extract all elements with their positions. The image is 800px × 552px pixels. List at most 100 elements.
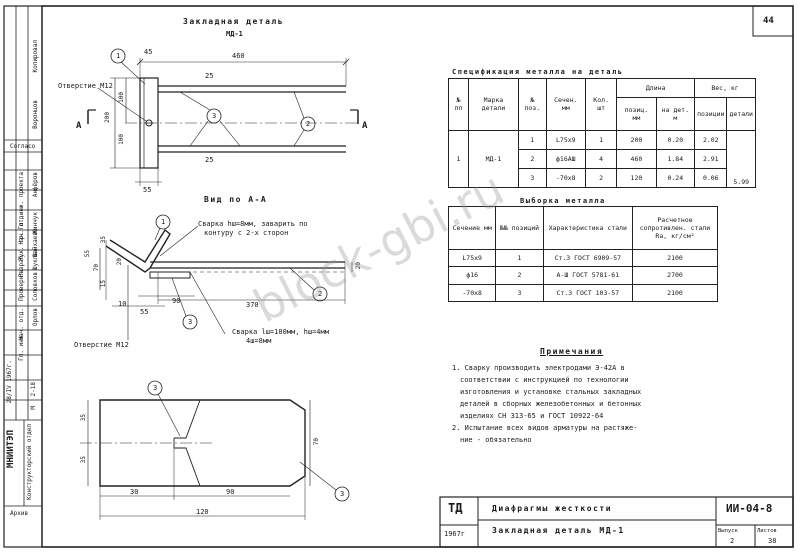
spec-cell: 2 <box>584 167 618 189</box>
top-view-subtitle: МД-1 <box>226 30 243 38</box>
note-line: изготовления и установке стальных заклад… <box>460 388 642 396</box>
select-table-title: Выборка металла <box>520 197 606 205</box>
top-view-title: Закладная деталь <box>183 17 285 26</box>
side-name: Шукла <box>32 252 39 271</box>
sel-cell: -70х8 <box>447 283 497 303</box>
top-callout-2: 2 <box>306 120 311 128</box>
plate-dim-35b: 35 <box>80 456 87 464</box>
dim-35-sec: 35 <box>100 236 107 244</box>
plate-dim-120: 120 <box>196 508 209 516</box>
spec-row-marka: МД-1 <box>467 129 519 189</box>
stamp-list: 38 <box>768 537 777 545</box>
spec-cell: 2.02 <box>694 129 728 150</box>
spec-cell: L75х9 <box>545 129 586 150</box>
stamp-title-1: Диафрагмы жесткости <box>492 504 613 513</box>
stamp-list-label: Листов <box>757 528 777 534</box>
spec-h-vpoz: позиции <box>694 97 728 131</box>
sel-cell: 2100 <box>632 248 718 268</box>
spec-cell: 0.06 <box>694 167 728 189</box>
spec-cell: 120 <box>616 167 657 189</box>
spec-h-marka: Марка детали <box>467 78 519 131</box>
spec-h-ves: Вес, кг <box>694 77 756 99</box>
sec-callout-2: 2 <box>318 290 323 298</box>
spec-cell: 3 <box>517 167 547 189</box>
side-sheet-num: 2-18 <box>30 382 37 397</box>
side-agreed: Согласо <box>10 143 36 150</box>
spec-h-sechen: Сечен. мм <box>545 78 586 131</box>
sel-cell: L75х9 <box>447 248 497 268</box>
spec-h-dlina: Длина <box>616 77 696 99</box>
side-stamp-grid <box>4 6 42 507</box>
sel-cell: 2700 <box>632 266 718 285</box>
side-name: Орлов <box>32 308 39 327</box>
note-line: изделиях СН 313-65 и ГОСТ 10922-64 <box>460 412 604 420</box>
plate-callout-3b: 3 <box>340 490 345 498</box>
side-name: Жинчук <box>32 212 39 234</box>
section-view-drawing <box>99 214 353 340</box>
sel-cell: А-Ш ГОСТ 5781-61 <box>542 266 634 285</box>
note-line: деталей в сборных железобетонных и бетон… <box>460 400 642 408</box>
side-name: Воронцов <box>32 100 39 129</box>
spec-h-nadet: на дет. м <box>655 97 696 131</box>
top-callout-3: 3 <box>212 112 217 120</box>
dim-100b: 100 <box>118 134 125 145</box>
spec-cell: 200 <box>616 129 657 150</box>
spec-h-kol: Кол. шт <box>584 78 618 131</box>
side-year: 28/IV 1967г. <box>6 360 13 404</box>
stamp-code: ИИ-04-8 <box>726 502 773 515</box>
spec-cell: 0.24 <box>655 167 696 189</box>
sel-h-pos: №№ позиций <box>495 206 544 250</box>
weld-label-top: Сварка hш=8мм, заварить по <box>198 220 308 228</box>
sel-cell: 1 <box>495 248 544 268</box>
side-name: Соловков <box>32 272 39 301</box>
dim-370: 370 <box>246 301 259 309</box>
plate-dim-70: 70 <box>313 438 320 446</box>
dim-55b-sec: 55 <box>84 250 91 258</box>
dim-20b-sec: 20 <box>116 258 123 266</box>
spec-h-vdet: детали <box>726 97 756 131</box>
spec-cell: ф16АШ <box>545 148 586 169</box>
page-number: 44 <box>763 16 774 26</box>
dim-460: 460 <box>232 52 245 60</box>
section-view-title: Вид по А-А <box>204 195 268 204</box>
section-mark-right: А <box>362 121 368 131</box>
inner-frame <box>41 5 794 548</box>
spec-cell: 1 <box>517 129 547 150</box>
sec-callout-3: 3 <box>188 318 193 326</box>
spec-cell: 2.91 <box>694 148 728 169</box>
sel-cell: Ст.3 ГОСТ 103-57 <box>542 283 634 303</box>
sel-h-rasch: Расчетное сопротивлен. стали Rа, кг/см² <box>632 206 718 250</box>
sel-cell: 2100 <box>632 283 718 303</box>
page-number-box <box>752 5 794 37</box>
note-line: 2. Испытание всех видов арматуры на раст… <box>452 424 638 432</box>
sel-cell: 2 <box>495 266 544 285</box>
side-role: Гл. инж. <box>18 332 25 361</box>
dim-55: 55 <box>143 186 152 194</box>
stamp-vyp-label: Выпуск <box>718 528 738 534</box>
top-view-drawing <box>87 48 360 186</box>
side-dept: Конструкторский отдел <box>26 424 33 500</box>
dim-90: 90 <box>172 297 181 305</box>
section-mark-left: А <box>76 121 82 131</box>
plate-dim-30: 30 <box>130 488 139 496</box>
top-callout-1: 1 <box>116 52 121 60</box>
dim-10-sec: 10 <box>118 300 127 308</box>
stamp-year: 1967г <box>444 530 466 538</box>
sec-callout-1: 1 <box>161 218 166 226</box>
side-archive: Архив <box>10 510 29 517</box>
spec-cell: 1.84 <box>655 148 696 169</box>
dim-55-sec: 55 <box>140 308 149 316</box>
side-org: МНИИТЭП <box>6 430 16 468</box>
dim-15-sec: 15 <box>100 280 107 288</box>
plate-dim-90: 90 <box>226 488 235 496</box>
note-line: соответствии с инструкцией по технологии <box>460 376 629 384</box>
dim-25a: 25 <box>205 72 214 80</box>
note-line: 1. Сварку производить электродами Э-42А … <box>452 364 625 372</box>
dim-70-sec: 70 <box>93 264 100 272</box>
notes-title: Примечания <box>540 347 604 356</box>
sel-cell: Ст.3 ГОСТ 6909-57 <box>542 248 634 268</box>
spec-table: № пп Марка детали № поз. Сечен. мм Кол. … <box>448 77 756 189</box>
sel-cell: 3 <box>495 283 544 303</box>
top-hole-label: Отверстие М12 <box>58 82 113 90</box>
dim-25b: 25 <box>205 156 214 164</box>
